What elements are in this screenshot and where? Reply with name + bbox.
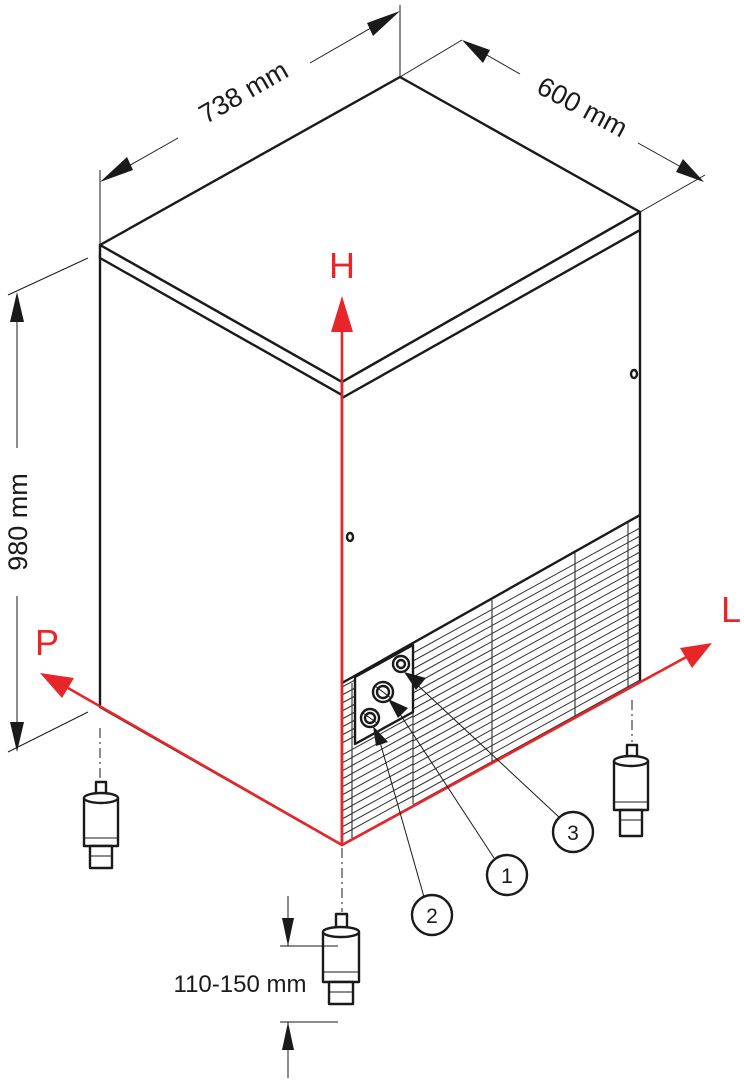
screw-hole-left — [345, 531, 355, 543]
callout-3-number: 3 — [567, 822, 579, 845]
callout-2: 2 — [373, 726, 454, 937]
dimension-depth — [399, 39, 706, 213]
fitting-3 — [391, 654, 411, 674]
axis-p — [40, 673, 343, 847]
screw-hole-right — [629, 368, 639, 380]
grill-slat — [341, 763, 414, 804]
grill-slat — [412, 655, 641, 782]
dimension-foot-height-label: 110-150 mm — [174, 971, 307, 998]
grill-slat — [341, 711, 356, 720]
grill-slat — [341, 747, 414, 788]
grill-slat — [412, 647, 641, 774]
grill-slat — [412, 599, 641, 726]
grill-slat — [412, 535, 641, 662]
grill-slat — [412, 575, 641, 702]
fitting-2 — [359, 707, 381, 729]
grill-slat — [341, 739, 414, 780]
grill-slat — [412, 583, 641, 710]
grill-slat — [412, 623, 641, 750]
grill-slat — [341, 687, 356, 696]
dimension-height-label: 980 mm — [3, 473, 33, 571]
dimension-depth-label: 600 mm — [532, 71, 632, 143]
dimension-height — [7, 257, 89, 753]
grill-slat — [341, 771, 414, 812]
grill-slat — [412, 607, 641, 734]
grill-slat — [341, 735, 356, 744]
grill-slat — [412, 527, 641, 654]
grill-slat — [341, 787, 414, 828]
grill-slats — [341, 527, 641, 836]
callout-1: 1 — [388, 699, 529, 897]
callout-2-number: 2 — [426, 905, 438, 928]
connector-panel — [353, 643, 415, 746]
callout-1-number: 1 — [501, 865, 513, 888]
foot-right — [612, 700, 650, 838]
grill-slat — [412, 631, 641, 758]
dimension-foot-height — [280, 896, 338, 1078]
axis-h-label: H — [329, 245, 355, 286]
grill-slat — [341, 679, 356, 688]
grill-slat — [412, 615, 641, 742]
grill-slat — [341, 795, 414, 836]
dimension-width-label: 738 mm — [194, 55, 293, 130]
grill-slat — [412, 543, 641, 670]
fitting-1 — [371, 680, 395, 704]
grill-slat — [412, 551, 641, 678]
grill-slat — [341, 731, 414, 772]
grill-slat — [341, 755, 414, 796]
grill-slat — [412, 567, 641, 694]
grill-slat — [341, 779, 414, 820]
grill-slat — [412, 639, 641, 766]
dimension-width — [99, 5, 401, 245]
callout-3: 3 — [404, 672, 595, 854]
grill-slat — [412, 559, 641, 686]
grill-slat — [341, 703, 356, 712]
foot-left — [82, 728, 120, 870]
axis-p-label: P — [35, 622, 59, 663]
grill-slat — [341, 719, 356, 728]
axis-h — [331, 296, 353, 845]
grill-slat — [341, 727, 356, 736]
foot-center — [321, 848, 361, 1006]
grill-slat — [412, 591, 641, 718]
front-panel-lower-edge — [341, 513, 641, 685]
grill-slat — [412, 671, 641, 798]
axis-l-label: L — [721, 589, 741, 630]
grill-slat — [412, 663, 641, 790]
grill-slat — [341, 695, 356, 704]
